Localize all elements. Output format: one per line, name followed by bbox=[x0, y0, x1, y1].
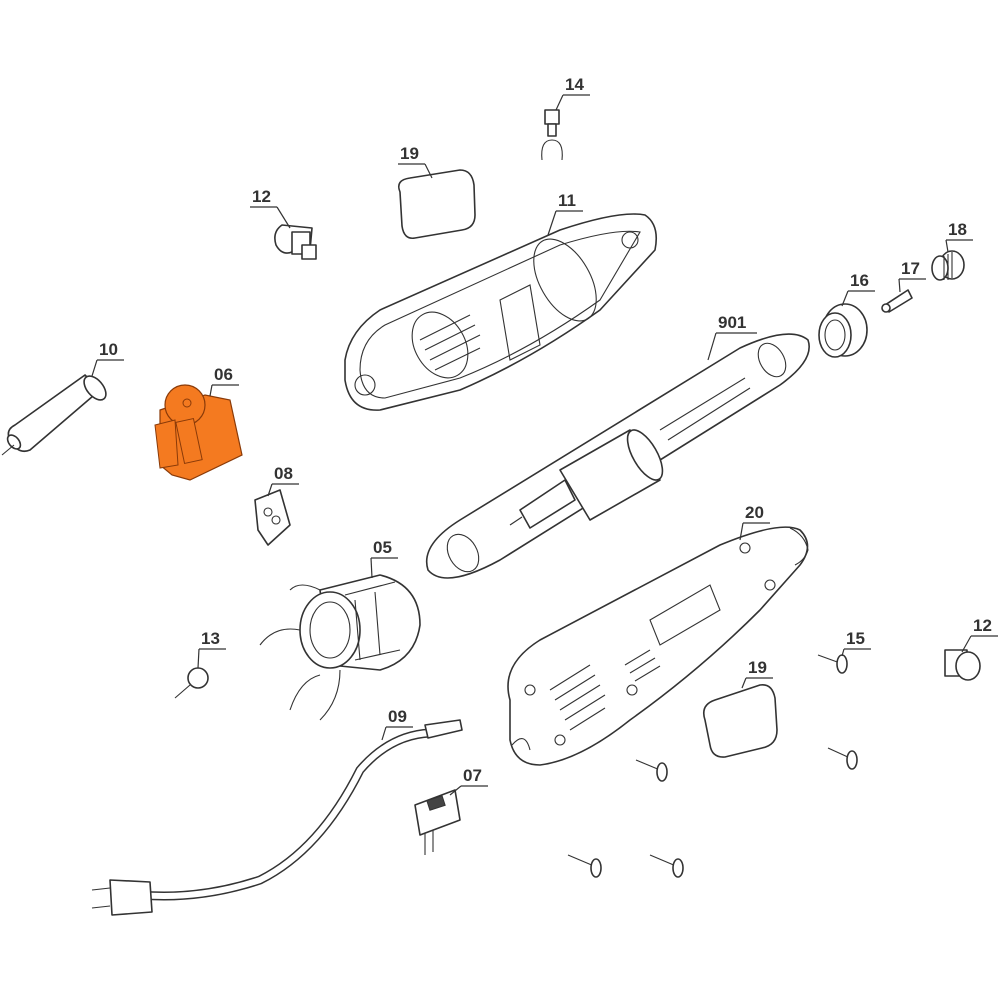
svg-text:13: 13 bbox=[201, 629, 220, 648]
part-07-switch[interactable] bbox=[414, 789, 461, 855]
svg-text:15: 15 bbox=[846, 629, 865, 648]
label-18: 18 bbox=[945, 220, 973, 253]
label-19: 19 bbox=[398, 144, 433, 179]
svg-text:08: 08 bbox=[274, 464, 293, 483]
part-05-stator-field[interactable] bbox=[259, 574, 421, 721]
svg-text:17: 17 bbox=[901, 259, 920, 278]
label-14: 14 bbox=[555, 75, 590, 111]
part-18-collet-nut[interactable] bbox=[931, 250, 965, 281]
label-08: 08 bbox=[267, 464, 299, 497]
label-10: 10 bbox=[91, 340, 124, 377]
svg-text:19: 19 bbox=[400, 144, 419, 163]
part-08-bracket[interactable] bbox=[254, 489, 291, 546]
label-16: 16 bbox=[841, 271, 875, 307]
label-05: 05 bbox=[370, 538, 398, 579]
label-901: 901 bbox=[707, 313, 757, 361]
svg-text:09: 09 bbox=[388, 707, 407, 726]
label-06: 06 bbox=[209, 365, 239, 397]
label-12: 12 bbox=[250, 187, 291, 229]
part-13-screw[interactable] bbox=[174, 667, 209, 699]
part-09-power-cord[interactable] bbox=[91, 719, 463, 916]
svg-text:14: 14 bbox=[565, 75, 584, 94]
label-20: 20 bbox=[739, 503, 770, 541]
part-19-grip-pad-lower[interactable] bbox=[702, 683, 778, 758]
part-15-screws[interactable] bbox=[567, 654, 858, 878]
label-07: 07 bbox=[449, 766, 488, 796]
svg-text:05: 05 bbox=[373, 538, 392, 557]
part-12-switch-knob-right[interactable] bbox=[944, 649, 981, 681]
svg-text:11: 11 bbox=[558, 191, 576, 210]
part-06-brush-holder-highlighted[interactable] bbox=[154, 384, 243, 481]
part-11-housing-half[interactable] bbox=[344, 213, 658, 411]
part-19-grip-pad[interactable] bbox=[397, 169, 476, 240]
part-12-switch-knob[interactable] bbox=[274, 224, 317, 260]
svg-text:19: 19 bbox=[748, 658, 767, 677]
svg-text:20: 20 bbox=[745, 503, 764, 522]
label-13: 13 bbox=[197, 629, 226, 669]
label-09: 09 bbox=[381, 707, 413, 741]
svg-text:901: 901 bbox=[718, 313, 746, 332]
part-14-clip[interactable] bbox=[541, 109, 563, 161]
part-901-motor-assembly[interactable] bbox=[426, 333, 810, 579]
svg-text:07: 07 bbox=[463, 766, 482, 785]
svg-text:12: 12 bbox=[973, 616, 992, 635]
label-15: 15 bbox=[841, 629, 871, 657]
svg-text:06: 06 bbox=[214, 365, 233, 384]
label-17: 17 bbox=[898, 259, 926, 293]
svg-text:12: 12 bbox=[252, 187, 271, 206]
svg-text:16: 16 bbox=[850, 271, 869, 290]
label-19-lower: 19 bbox=[741, 658, 773, 689]
svg-text:10: 10 bbox=[99, 340, 118, 359]
part-20-housing-half[interactable] bbox=[507, 526, 809, 766]
label-11: 11 bbox=[547, 191, 583, 236]
part-17-collet[interactable] bbox=[881, 289, 913, 313]
part-10-cord-sleeve[interactable] bbox=[1, 372, 110, 456]
svg-text:18: 18 bbox=[948, 220, 967, 239]
part-16-nose-ring[interactable] bbox=[818, 303, 868, 358]
label-12-right: 12 bbox=[961, 616, 998, 653]
